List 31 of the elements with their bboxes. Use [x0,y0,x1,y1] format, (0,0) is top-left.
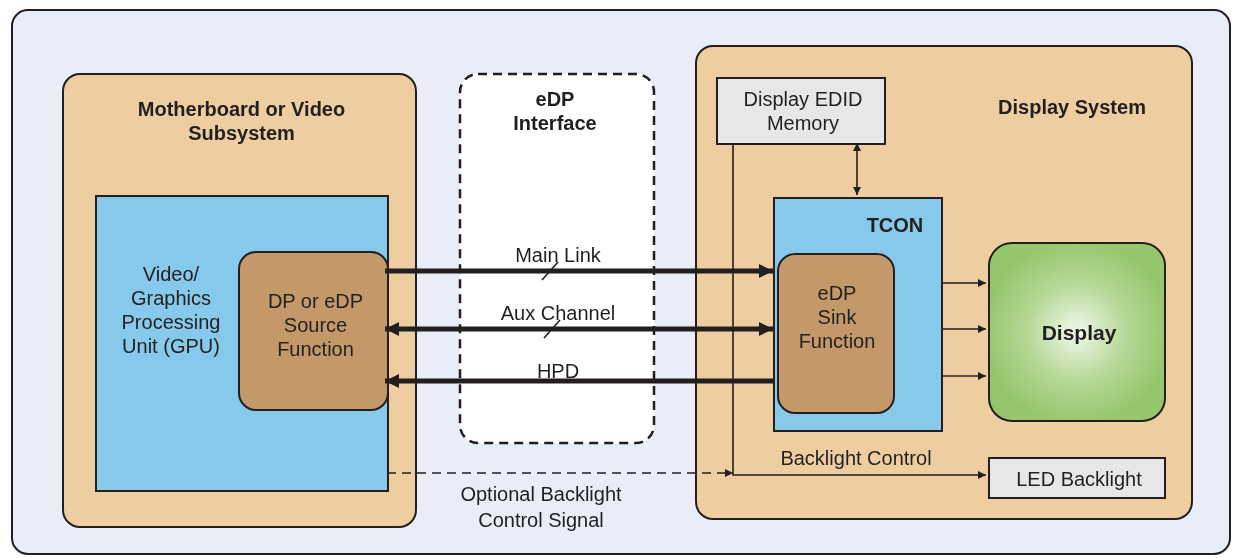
sink-function-box [777,253,895,414]
gpu-box [95,195,389,492]
arrow [853,142,861,196]
arrow [940,325,987,333]
node-label: DP or eDP Source Function [266,289,365,361]
arrow [940,279,987,287]
zone-label: eDP Interface [512,87,598,135]
arrow [385,374,773,388]
node-label: eDP Sink Function [797,281,877,353]
edge-label: HPD [535,359,581,384]
node-label: Display EDID Memory [742,87,864,135]
arrow [385,322,773,336]
arrow [732,142,987,479]
node-label: Display System [997,95,1147,119]
arrow [385,264,773,278]
arrow [386,469,734,477]
node-label: Motherboard or Video Subsystem [136,97,347,145]
node-label: LED Backlight [1015,467,1143,491]
subsystem-panel [62,73,417,528]
tcon-box [773,197,943,432]
node-label: Display [1040,320,1118,346]
memory-box [716,77,886,145]
display-system-panel [695,45,1193,520]
edge-label: Main Link [514,243,602,268]
node-label: TCON [865,213,925,237]
arrow [940,372,987,380]
display-panel [988,242,1166,422]
edge-label: Aux Channel [499,301,617,326]
backlight-box [988,457,1166,499]
node-label: Video/ Graphics Processing Unit (GPU) [120,262,222,358]
source-function-box [238,251,389,411]
